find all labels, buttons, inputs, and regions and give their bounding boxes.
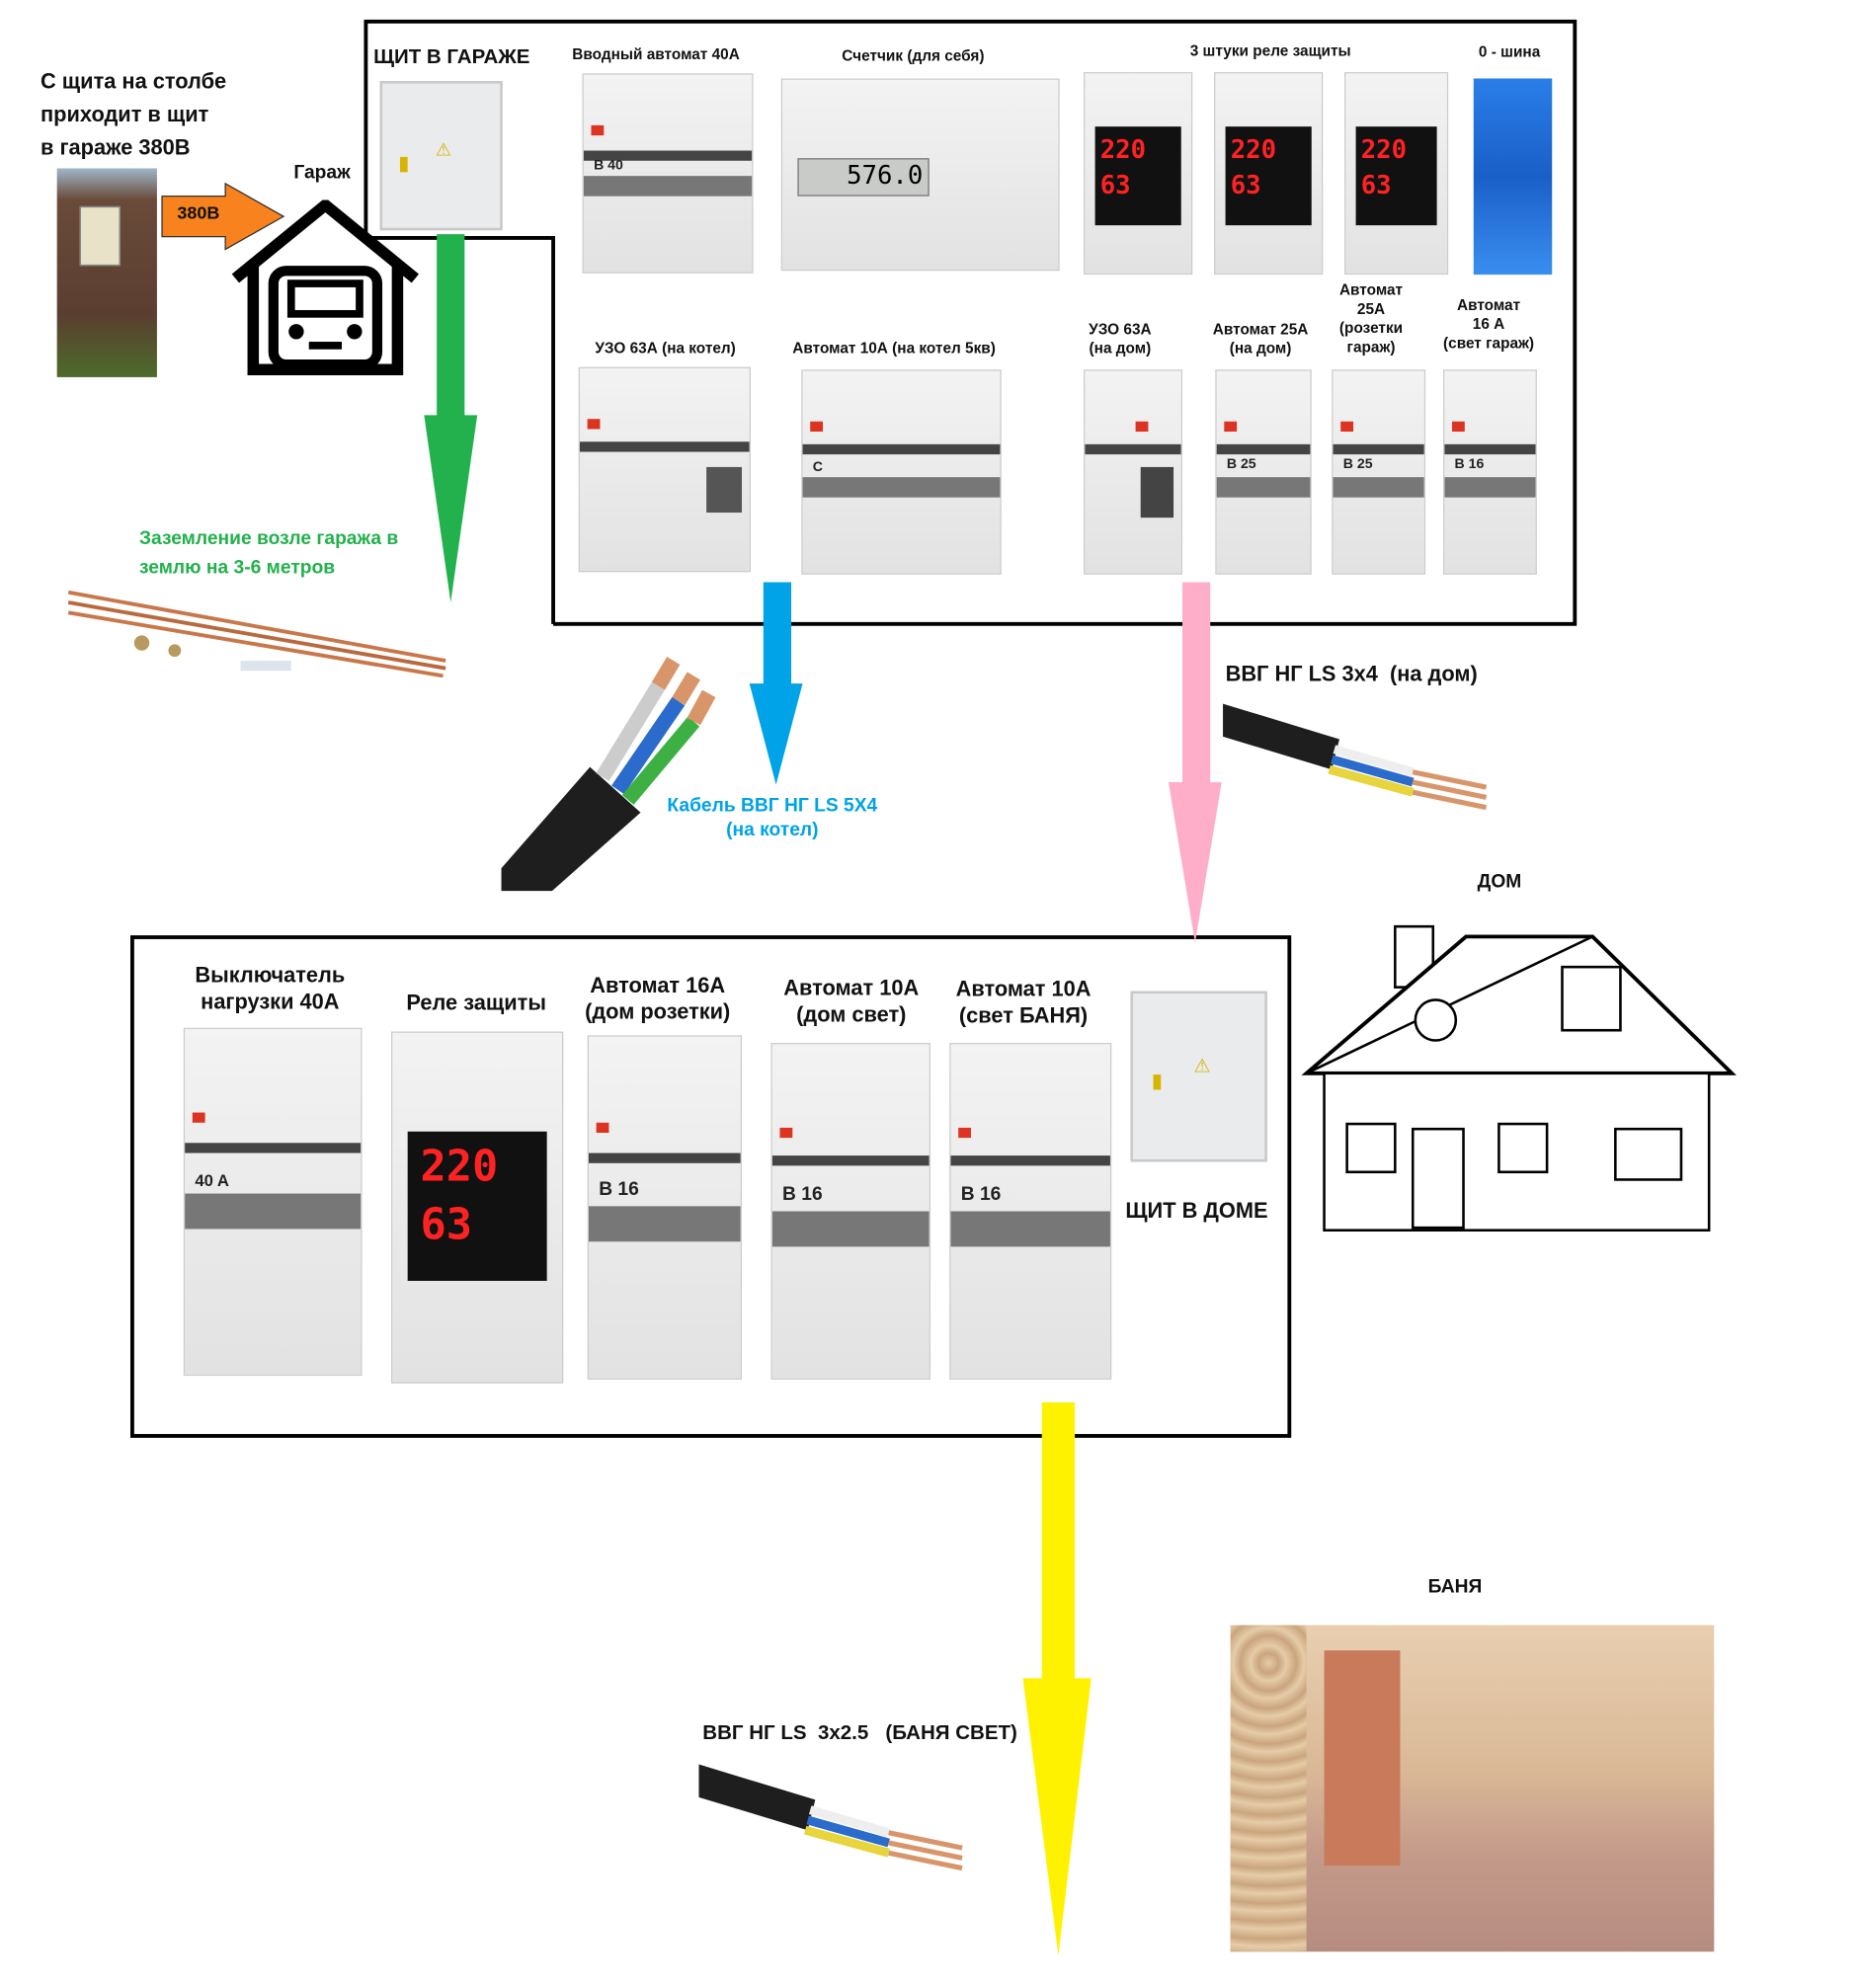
energy-meter: 576.0 [780, 78, 1060, 272]
device-label: Автомат 25А (розетки гараж) [1338, 280, 1404, 357]
device-label: Реле защиты [406, 991, 546, 1015]
relay-voltage: 220 [1230, 133, 1277, 165]
relay-voltage: 220 [1099, 133, 1147, 165]
rcd-house [1084, 369, 1183, 575]
pole-panel-photo [56, 168, 157, 377]
relay-current: 63 [420, 1199, 472, 1251]
relay-voltage: 220 [1360, 133, 1408, 165]
garage-cabinet-icon: ⚠ [379, 81, 503, 231]
bath-interior-image [1230, 1625, 1715, 1952]
blue-arrow [749, 582, 803, 785]
device-label: УЗО 63А (на котел) [595, 339, 736, 358]
device-label: Автомат 16 А (свет гараж) [1443, 295, 1535, 353]
breaker-16a-house-sockets: B 16 [587, 1035, 743, 1380]
house-cable-label: ВВГ НГ LS 3х4 (на дом) [1225, 662, 1478, 686]
breaker-10a-house-light: B 16 [770, 1043, 930, 1380]
house-panel-frame [130, 935, 1292, 1438]
breaker-rating: B 40 [594, 158, 623, 174]
breaker-rating: B 25 [1342, 456, 1373, 473]
breaker-10a-bath-light: B 16 [949, 1043, 1112, 1380]
device-label: 3 штуки реле защиты [1189, 41, 1351, 60]
breaker-25a-garage-sockets: B 25 [1332, 369, 1426, 575]
breaker-rating: B 25 [1226, 456, 1256, 473]
intro-line: С щита на столбе [40, 69, 227, 94]
device-label: 0 - шина [1478, 42, 1541, 61]
breaker-rating: B 16 [960, 1183, 1002, 1206]
warning-icon: ⚠ [1193, 1055, 1211, 1077]
grounding-label: Заземление возле гаража в землю на 3-6 м… [139, 524, 398, 583]
device-label: Вводный автомат 40А [572, 45, 740, 64]
breaker-40a: B 40 [582, 73, 754, 274]
device-label: Автомат 10А (свет БАНЯ) [955, 977, 1092, 1028]
relay-current: 63 [1099, 169, 1131, 200]
breaker-rating: C [812, 459, 823, 475]
house-cabinet-icon: ⚠ [1130, 991, 1267, 1162]
pink-arrow [1168, 582, 1222, 943]
bath-cable-label: ВВГ НГ LS 3х2.5 (БАНЯ СВЕТ) [702, 1722, 1017, 1745]
voltage-arrow-icon [161, 182, 285, 251]
stove-icon [1324, 1650, 1401, 1867]
breaker-rating: B 16 [1454, 456, 1485, 473]
grounding-line: землю на 3-6 метров [138, 556, 336, 579]
breaker-rating: 40 A [195, 1170, 229, 1190]
boiler-cable-line: (на котел) [726, 818, 819, 840]
house-icon [1301, 924, 1737, 1232]
intro-line: приходит в щит [40, 102, 209, 127]
bath-label: БАНЯ [1427, 1575, 1483, 1598]
protection-relay: 220 63 [1084, 72, 1193, 276]
protection-relay: 220 63 [391, 1031, 564, 1384]
house-panel-title: ЩИТ В ДОМЕ [1125, 1198, 1268, 1224]
breaker-25a-house: B 25 [1215, 369, 1312, 575]
relay-current: 63 [1360, 169, 1392, 200]
grounding-line: Заземление возле гаража в [138, 527, 399, 550]
device-label: УЗО 63А (на дом) [1089, 320, 1152, 358]
boiler-cable-line: Кабель ВВГ НГ LS 5Х4 [667, 794, 878, 817]
warning-icon: ⚠ [435, 138, 451, 160]
boiler-cable-label: Кабель ВВГ НГ LS 5Х4 (на котел) [667, 795, 877, 842]
house-label: ДОМ [1477, 870, 1522, 893]
meter-reading: 576.0 [797, 158, 930, 197]
lock-icon [399, 156, 408, 173]
breaker-rating: B 16 [599, 1178, 639, 1200]
cable-3x2.5-icon [698, 1764, 963, 1871]
garage-label: Гараж [293, 162, 351, 184]
cable-3x4-icon [1223, 703, 1488, 811]
breaker-rating: B 16 [782, 1183, 823, 1206]
rcd-boiler [578, 366, 751, 573]
device-label: Автомат 10А (дом свет) [783, 976, 920, 1027]
device-label: Счетчик (для себя) [842, 46, 985, 65]
voltage-label: 380В [177, 202, 220, 223]
green-arrow [424, 234, 478, 603]
intro-text: С щита на столбе приходит в щит в гараже… [40, 66, 226, 165]
device-label: Автомат 25А (на дом) [1212, 320, 1309, 358]
pole-box-icon [79, 205, 121, 267]
relay-voltage: 220 [420, 1142, 499, 1193]
garage-car-icon [231, 199, 420, 375]
intro-line: в гараже 380В [40, 135, 191, 160]
protection-relay: 220 63 [1344, 72, 1449, 276]
cable-5x4-icon [501, 657, 716, 892]
lock-icon [1153, 1074, 1162, 1090]
device-label: Автомат 16А (дом розетки) [585, 973, 731, 1025]
garage-panel-title: ЩИТ В ГАРАЖЕ [373, 46, 530, 69]
relay-current: 63 [1230, 169, 1261, 200]
log-wall [1230, 1625, 1307, 1952]
load-switch-40a: 40 A [183, 1027, 363, 1377]
breaker-10a-boiler: C [801, 369, 1002, 575]
yellow-arrow [1022, 1402, 1092, 1956]
neutral-bus [1473, 78, 1553, 276]
ground-rods-icon [67, 590, 446, 678]
breaker-16a-garage-light: B 16 [1443, 369, 1537, 575]
device-label: Выключатель нагрузки 40А [195, 963, 346, 1014]
protection-relay: 220 63 [1214, 72, 1324, 276]
device-label: Автомат 10А (на котел 5кв) [792, 339, 996, 358]
